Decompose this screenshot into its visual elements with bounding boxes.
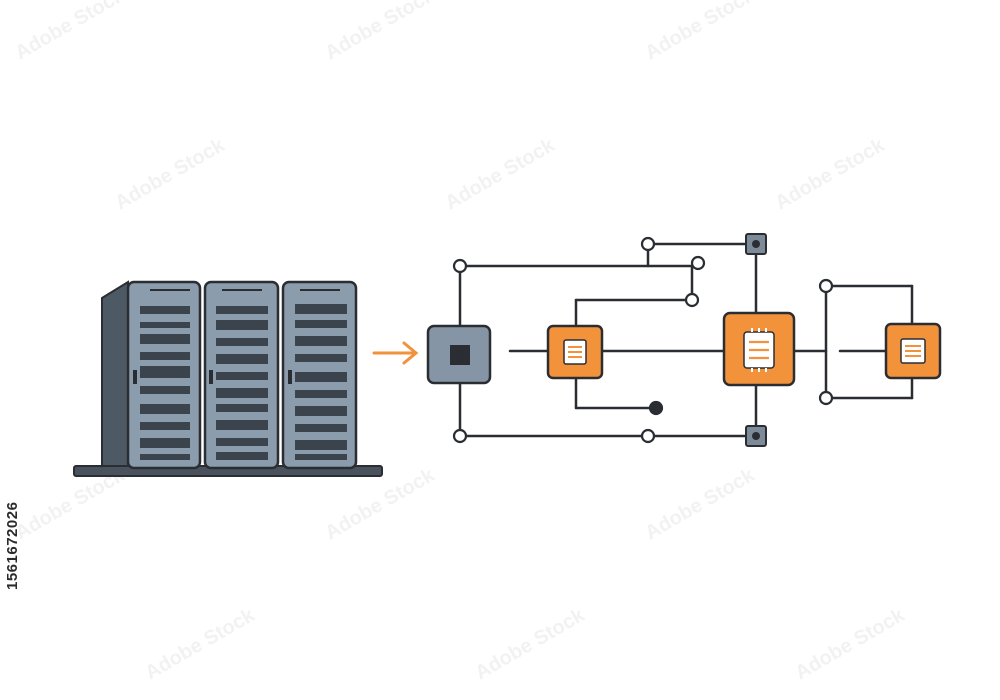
svg-text:Adobe Stock: Adobe Stock bbox=[792, 604, 910, 685]
node-circle bbox=[640, 428, 656, 444]
circuit-nodes bbox=[452, 236, 834, 444]
chip-large-center bbox=[722, 311, 796, 387]
svg-text:Adobe Stock: Adobe Stock bbox=[142, 604, 260, 685]
svg-text:Adobe Stock: Adobe Stock bbox=[642, 464, 760, 545]
node-circle bbox=[818, 278, 834, 294]
cpu-square-icon bbox=[426, 324, 492, 385]
chip-small-right bbox=[884, 322, 942, 380]
stock-id-watermark: 1561672026 bbox=[4, 501, 21, 590]
server-rack-2 bbox=[203, 280, 280, 470]
chip-small-left bbox=[546, 324, 604, 380]
rack-side-panel bbox=[101, 280, 129, 467]
node-circle bbox=[684, 292, 700, 308]
svg-text:Adobe Stock: Adobe Stock bbox=[772, 134, 890, 215]
arrow-right-icon bbox=[372, 341, 419, 365]
node-circle bbox=[640, 236, 656, 252]
node-circle bbox=[818, 390, 834, 406]
node-circle-filled bbox=[648, 400, 664, 416]
terminal-squares bbox=[745, 233, 767, 447]
svg-text:Adobe Stock: Adobe Stock bbox=[322, 0, 440, 64]
node-circle bbox=[690, 255, 706, 271]
server-rack-group bbox=[73, 280, 383, 477]
svg-text:Adobe Stock: Adobe Stock bbox=[12, 0, 130, 64]
svg-text:Adobe Stock: Adobe Stock bbox=[112, 134, 230, 215]
svg-text:Adobe Stock: Adobe Stock bbox=[472, 604, 590, 685]
server-rack-1 bbox=[126, 280, 202, 470]
server-rack-3 bbox=[281, 280, 358, 470]
node-circle bbox=[452, 428, 468, 444]
svg-text:Adobe Stock: Adobe Stock bbox=[642, 0, 760, 64]
circuit-wires bbox=[458, 242, 914, 438]
svg-text:Adobe Stock: Adobe Stock bbox=[442, 134, 560, 215]
node-circle bbox=[452, 258, 468, 274]
